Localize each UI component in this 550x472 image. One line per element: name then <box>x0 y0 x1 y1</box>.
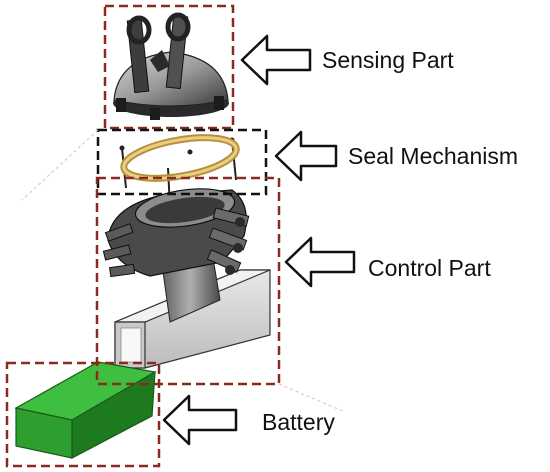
guide-line <box>21 129 99 201</box>
arrow-left-icon <box>240 34 312 86</box>
control-part-illustration <box>102 188 271 369</box>
seal-mechanism-label: Seal Mechanism <box>348 143 519 169</box>
sensing-part-illustration <box>113 12 229 120</box>
control-part-label: Control Part <box>368 255 491 281</box>
sensing-part-label: Sensing Part <box>322 47 454 73</box>
battery-label: Battery <box>262 409 335 435</box>
seal-mechanism-illustration <box>119 134 240 209</box>
control-part-box <box>95 176 281 386</box>
arrow-left-icon <box>284 236 356 288</box>
arrow-left-icon <box>162 394 238 446</box>
battery-illustration <box>14 361 157 459</box>
sensing-part-box <box>103 4 235 130</box>
arrow-left-icon <box>274 130 338 182</box>
guide-line <box>278 383 346 413</box>
seal-mechanism-box <box>96 128 268 196</box>
battery-box <box>5 361 161 468</box>
